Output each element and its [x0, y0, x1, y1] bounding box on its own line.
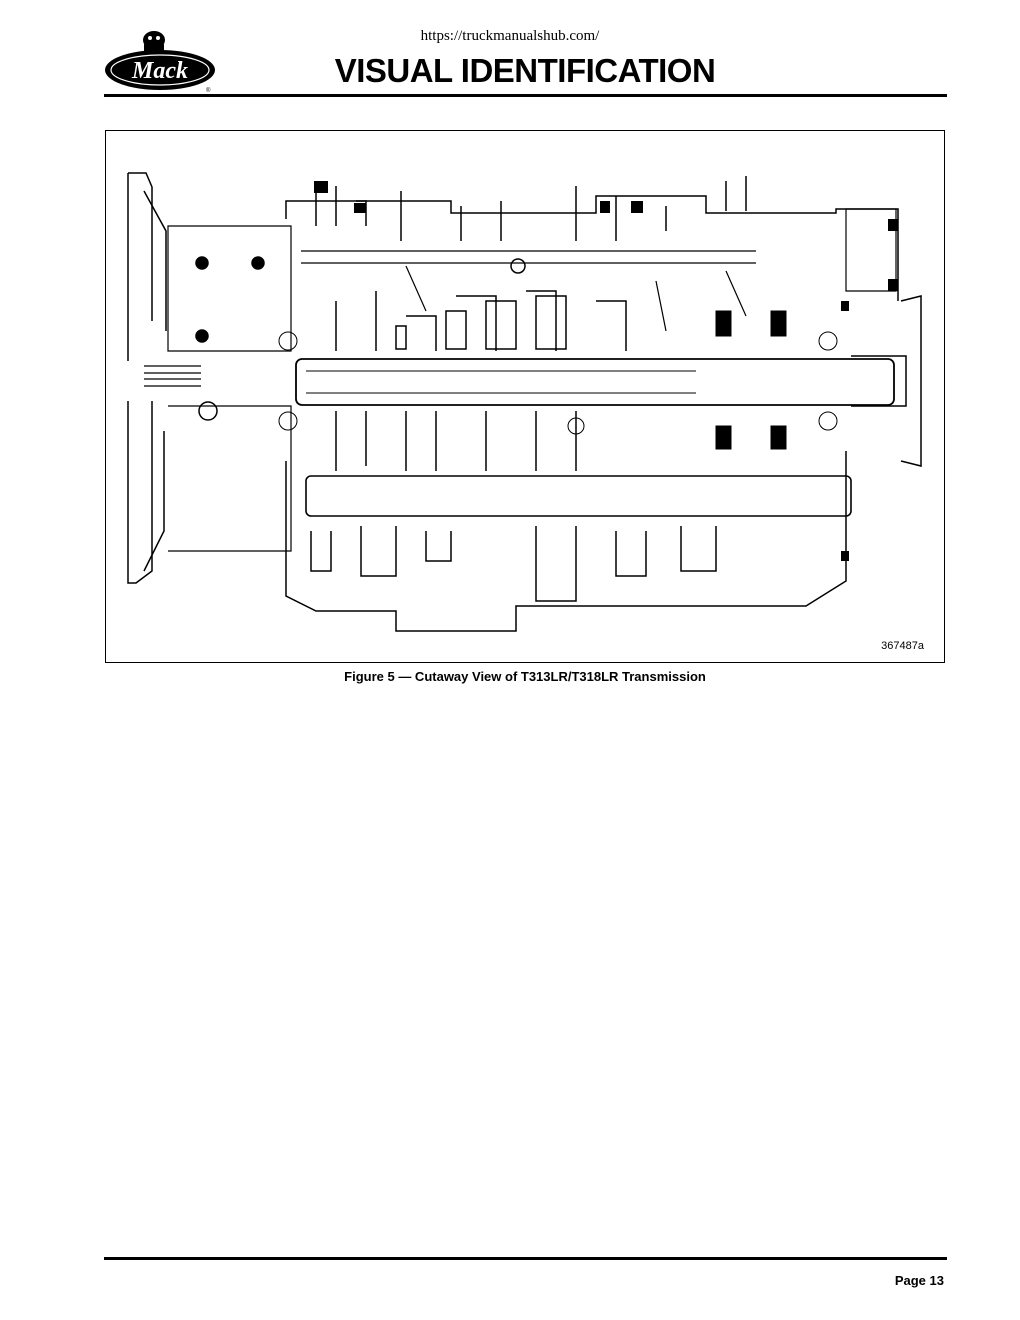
svg-text:®: ®	[206, 87, 211, 94]
figure-caption: Figure 5 — Cutaway View of T313LR/T318LR…	[344, 669, 706, 684]
logo-wordmark: Mack	[131, 58, 188, 84]
transmission-cutaway-drawing	[127, 172, 922, 632]
source-url: https://truckmanualshub.com/	[420, 28, 600, 44]
page-number: Page 13	[894, 1273, 944, 1288]
page-title: VISUAL IDENTIFICATION	[334, 52, 716, 89]
mack-logo: Mack ®	[102, 28, 218, 94]
figure-code: 367487a	[881, 640, 924, 652]
header-rule	[104, 94, 947, 97]
figure-frame: 367487a	[105, 130, 945, 663]
footer-rule	[104, 1257, 947, 1260]
